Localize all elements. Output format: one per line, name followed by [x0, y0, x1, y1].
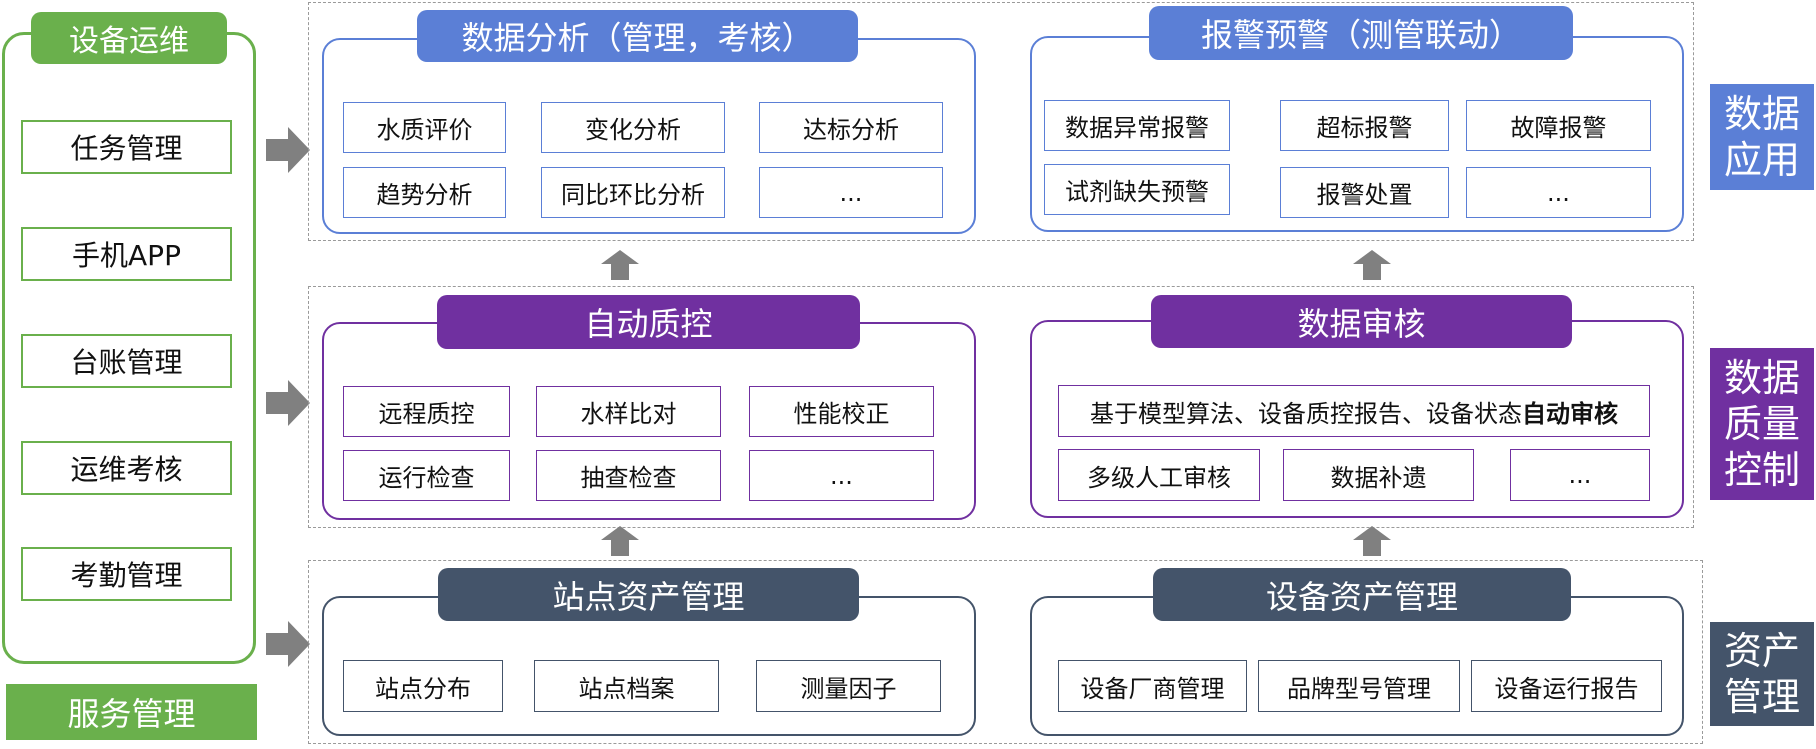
cell-site-archive[interactable]: 站点档案: [534, 660, 719, 712]
cell-site-distribution[interactable]: 站点分布: [343, 660, 503, 712]
cell-exceed-alarm[interactable]: 超标报警: [1280, 100, 1449, 151]
cell-standard-analysis[interactable]: 达标分析: [759, 102, 943, 153]
arrow-right-icon: [266, 621, 310, 667]
service-title: 设备运维: [31, 12, 227, 64]
cell-performance-calibration[interactable]: 性能校正: [749, 386, 934, 437]
cell-operation-check[interactable]: 运行检查: [343, 450, 510, 501]
layer-frame: [308, 286, 1694, 528]
cell-remote-qc[interactable]: 远程质控: [343, 386, 510, 437]
cell-measurement-factor[interactable]: 测量因子: [756, 660, 941, 712]
cell-equipment-report[interactable]: 设备运行报告: [1471, 660, 1662, 712]
panel-title-site-asset: 站点资产管理: [438, 568, 859, 621]
side-label-data-quality: 数据 质量 控制: [1710, 348, 1814, 500]
cell-water-quality[interactable]: 水质评价: [343, 102, 506, 153]
side-label-data-application: 数据 应用: [1710, 84, 1814, 190]
cell-auto-audit-text: 基于模型算法、设备质控报告、设备状态: [1090, 399, 1522, 428]
arrow-right-icon: [266, 380, 310, 426]
side-label-line: 数据: [1723, 356, 1800, 400]
cell-data-anomaly-alarm[interactable]: 数据异常报警: [1044, 100, 1230, 151]
layer-frame: [308, 560, 1703, 744]
service-bottom-label: 服务管理: [6, 684, 257, 740]
side-label-line: 管理: [1723, 675, 1800, 719]
cell-brand-model-management[interactable]: 品牌型号管理: [1258, 660, 1460, 712]
cell-more[interactable]: ...: [749, 450, 934, 501]
cell-manual-audit[interactable]: 多级人工审核: [1058, 449, 1260, 501]
cell-auto-audit[interactable]: 基于模型算法、设备质控报告、设备状态自动审核: [1058, 385, 1650, 437]
cell-more[interactable]: ...: [1466, 167, 1651, 218]
cell-vendor-management[interactable]: 设备厂商管理: [1058, 660, 1247, 712]
cell-reagent-warning[interactable]: 试剂缺失预警: [1044, 164, 1230, 215]
side-label-line: 应用: [1723, 138, 1800, 182]
cell-sample-comparison[interactable]: 水样比对: [536, 386, 721, 437]
layer-frame: [308, 2, 1694, 241]
side-label-line: 质量: [1723, 402, 1800, 446]
side-label-line: 数据: [1723, 92, 1800, 136]
service-item-mobile-app[interactable]: 手机APP: [21, 227, 232, 281]
side-label-line: 资产: [1723, 629, 1800, 673]
arrow-up-icon: [601, 526, 639, 556]
cell-more[interactable]: ...: [1510, 449, 1650, 501]
cell-fault-alarm[interactable]: 故障报警: [1466, 100, 1651, 151]
cell-data-supplement[interactable]: 数据补遗: [1283, 449, 1474, 501]
arrow-up-icon: [1353, 526, 1391, 556]
cell-change-analysis[interactable]: 变化分析: [541, 102, 725, 153]
service-item-assessment[interactable]: 运维考核: [21, 441, 232, 495]
cell-yoy-mom-analysis[interactable]: 同比环比分析: [541, 167, 725, 218]
service-item-task[interactable]: 任务管理: [21, 120, 232, 174]
panel-title-alarm-warning: 报警预警（测管联动）: [1149, 6, 1573, 60]
arrow-right-icon: [266, 127, 310, 173]
service-item-attendance[interactable]: 考勤管理: [21, 547, 232, 601]
side-label-line: 控制: [1723, 448, 1800, 492]
panel-title-equipment-asset: 设备资产管理: [1153, 568, 1571, 621]
cell-more[interactable]: ...: [759, 167, 943, 218]
arrow-up-icon: [1353, 250, 1391, 280]
panel-title-data-analysis: 数据分析（管理，考核）: [417, 10, 858, 62]
arrow-up-icon: [601, 250, 639, 280]
panel-title-auto-qc: 自动质控: [437, 295, 860, 349]
cell-alarm-handling[interactable]: 报警处置: [1280, 167, 1449, 218]
cell-spot-check[interactable]: 抽查检查: [536, 450, 721, 501]
side-label-asset-management: 资产 管理: [1710, 622, 1814, 726]
service-item-ledger[interactable]: 台账管理: [21, 334, 232, 388]
panel-title-data-audit: 数据审核: [1151, 295, 1572, 348]
cell-trend-analysis[interactable]: 趋势分析: [343, 167, 506, 218]
cell-auto-audit-bold: 自动审核: [1522, 399, 1618, 428]
